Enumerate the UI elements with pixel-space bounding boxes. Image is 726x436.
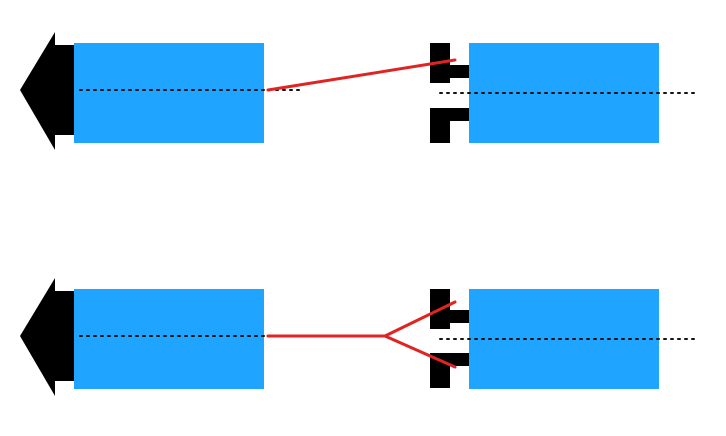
- row-top: [20, 32, 697, 150]
- red-wire-single: [266, 58, 457, 92]
- arrow-left-icon: [20, 278, 74, 396]
- arrow-left-icon: [20, 32, 74, 150]
- red-wire-forked: [266, 300, 457, 369]
- row-bottom: [20, 278, 697, 396]
- right-block: [469, 289, 659, 389]
- left-block: [74, 43, 264, 143]
- left-block: [74, 289, 264, 389]
- right-block: [469, 43, 659, 143]
